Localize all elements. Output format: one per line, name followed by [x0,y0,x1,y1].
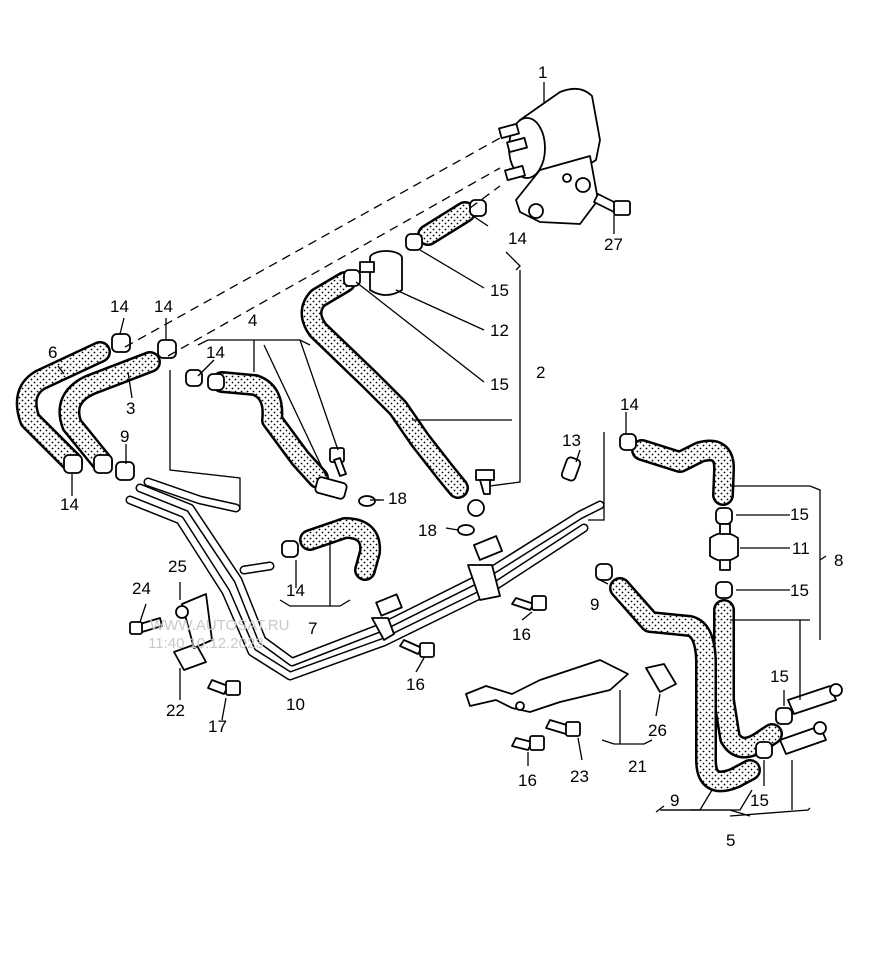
label-4: 4 [248,311,257,330]
label-15-b: 15 [490,375,509,394]
label-13: 13 [562,431,581,450]
label-15-a: 15 [490,281,509,300]
clamps [63,199,793,759]
hose-2 [300,271,469,499]
label-21: 21 [628,757,647,776]
hose-8-lower [713,599,783,759]
valve-12 [359,250,403,296]
bracket-22 [173,593,213,671]
fittings-5 [779,683,843,755]
valve-11 [709,523,739,571]
label-14-g: 14 [620,395,639,414]
label-26: 26 [648,721,667,740]
label-9-middle: 9 [590,595,599,614]
label-18-a: 18 [388,489,407,508]
reference-lines [124,137,605,521]
hose-9 [609,577,761,793]
hose-2-upper [417,201,476,246]
label-14-c: 14 [206,343,225,362]
label-14-b: 14 [154,297,173,316]
label-12: 12 [490,321,509,340]
label-7: 7 [308,619,317,638]
label-22: 22 [166,701,185,720]
filter-housing-1 [498,87,601,225]
label-14-e: 14 [286,581,305,600]
label-10: 10 [286,695,305,714]
label-14-f: 14 [508,229,527,248]
label-16-c: 16 [518,771,537,790]
bolt-27 [593,193,631,216]
sleeve-13 [560,456,582,482]
label-15-e: 15 [770,667,789,686]
leader-lines [57,82,827,817]
label-24: 24 [132,579,151,598]
label-15-d: 15 [790,581,809,600]
label-8: 8 [834,551,843,570]
hose-3 [58,351,161,473]
label-5: 5 [726,831,735,850]
label-9-bottom: 9 [670,791,679,810]
label-16-a: 16 [512,625,531,644]
label-25: 25 [168,557,187,576]
label-18-b: 18 [418,521,437,540]
clip-26 [645,663,677,693]
hose-4 [211,371,329,489]
watermark: WWW.AUTOSAT.RU 11:40 10.12.2023 [148,617,289,652]
watermark-line-1: WWW.AUTOSAT.RU [150,617,289,634]
label-2: 2 [536,363,545,382]
label-14-d: 14 [60,495,79,514]
pipe-assembly-10 [125,477,605,681]
label-27: 27 [604,235,623,254]
label-6: 6 [48,343,57,362]
hose-7 [299,517,382,581]
label-9-left: 9 [120,427,129,446]
part-labels: 1 2 3 4 5 6 7 8 9 9 9 10 11 12 13 14 14 … [48,63,843,850]
bracket-21 [465,659,629,713]
label-15-f: 15 [750,791,769,810]
label-16-b: 16 [406,675,425,694]
hose-6 [15,341,111,473]
label-11: 11 [792,539,810,558]
hose-8-upper [631,439,735,506]
label-23: 23 [570,767,589,786]
label-15-c: 15 [790,505,809,524]
label-1: 1 [538,63,547,82]
watermark-line-2: 11:40 10.12.2023 [148,635,264,652]
label-17: 17 [208,717,227,736]
label-3: 3 [126,399,135,418]
label-14-a: 14 [110,297,129,316]
